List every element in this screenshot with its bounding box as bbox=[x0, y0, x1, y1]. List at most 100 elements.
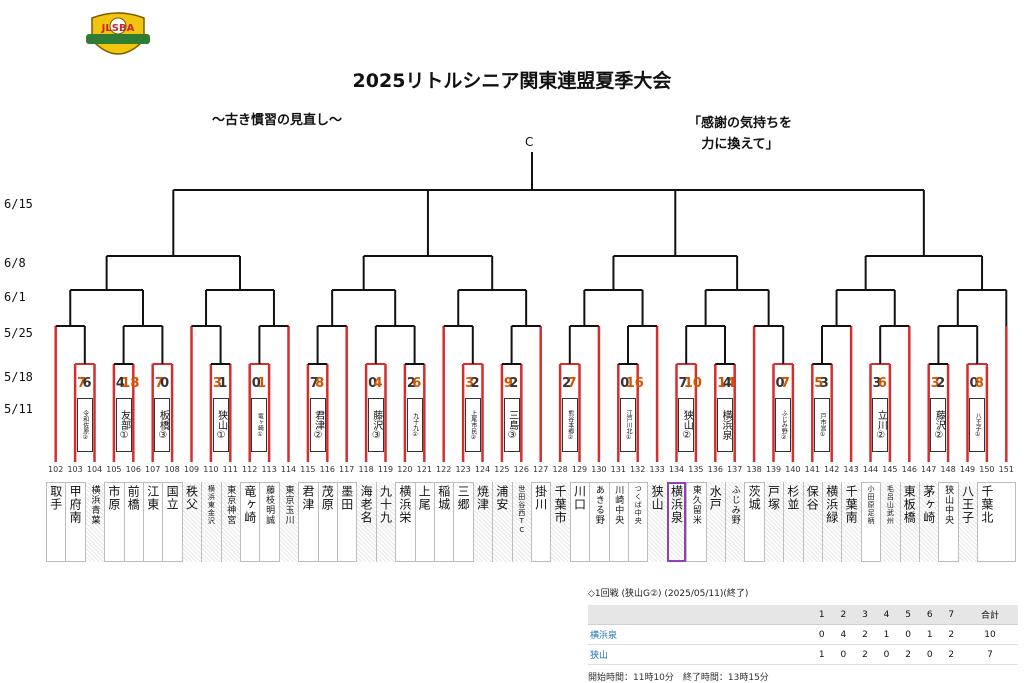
team-name: 茂原 bbox=[320, 485, 335, 511]
score-right: 1 bbox=[218, 376, 228, 391]
team-name: 東板橋 bbox=[902, 485, 917, 524]
score-left: 0 bbox=[775, 376, 785, 391]
team-name: 横浜青葉 bbox=[89, 485, 100, 525]
team-name: 君津 bbox=[300, 485, 315, 511]
team-name: 稲城 bbox=[436, 485, 451, 511]
team-number: 115 bbox=[300, 465, 316, 474]
team-name: 保谷 bbox=[805, 485, 820, 511]
team-cell: 海老名 bbox=[356, 482, 376, 562]
team-number: 123 bbox=[455, 465, 471, 474]
slogan-left: ～古き慣習の見直し～ bbox=[212, 113, 343, 128]
score-left: 3 bbox=[930, 376, 940, 391]
team-name: 浦安 bbox=[494, 485, 509, 511]
line-score-column: 5 bbox=[897, 605, 919, 625]
team-cell: 秩父 bbox=[181, 482, 202, 562]
venue-box: 上尾市民② bbox=[464, 398, 481, 452]
team-number: 112 bbox=[242, 465, 258, 474]
team-cell: 川崎中央 bbox=[608, 482, 628, 562]
team-number: 136 bbox=[707, 465, 723, 474]
team-name: あきる野 bbox=[593, 485, 604, 525]
team-name: 狭山中央 bbox=[943, 485, 954, 525]
team-name: 茨城 bbox=[747, 485, 762, 511]
score-left: 2 bbox=[406, 376, 416, 391]
team-name: 江東 bbox=[145, 485, 160, 511]
score-left: 3 bbox=[465, 376, 475, 391]
score-right: 8 bbox=[974, 376, 984, 391]
team-name: 取手 bbox=[48, 485, 63, 511]
venue-box: 立川② bbox=[872, 398, 889, 452]
team-cell: 掛川 bbox=[531, 482, 550, 562]
team-number: 143 bbox=[843, 465, 859, 474]
team-number: 118 bbox=[358, 465, 374, 474]
team-name: 世田谷西TC bbox=[517, 485, 526, 535]
line-score-column: 合計 bbox=[962, 605, 1018, 625]
score-left: 7 bbox=[154, 376, 164, 391]
venue-label: 上尾市民② bbox=[469, 409, 477, 441]
team-number: 138 bbox=[746, 465, 762, 474]
team-cell: 狭山 bbox=[647, 482, 667, 562]
line-score-cell: 2 bbox=[897, 644, 919, 665]
venue-box: 戸市営① bbox=[814, 398, 830, 452]
venue-label: 八王子① bbox=[974, 412, 982, 438]
line-score-cell: 4 bbox=[832, 624, 855, 645]
team-number: 107 bbox=[145, 465, 161, 474]
team-cell: 川口 bbox=[569, 482, 589, 562]
line-score-cell: 7 bbox=[962, 644, 1018, 665]
date-label-round-2: 5/18 bbox=[4, 370, 33, 384]
team-cell: つくば中央 bbox=[628, 482, 647, 562]
team-number: 110 bbox=[203, 465, 219, 474]
team-number: 140 bbox=[785, 465, 801, 474]
score-left: 0 bbox=[251, 376, 261, 391]
score-left: 7 bbox=[678, 376, 688, 391]
score-left: 7 bbox=[309, 376, 319, 391]
venue-label: 令和佐原② bbox=[81, 409, 89, 441]
score-left: 3 bbox=[212, 376, 222, 391]
tournament-bracket bbox=[54, 152, 1008, 462]
team-cell: 小田原足柄 bbox=[860, 482, 880, 562]
score-right: 0 bbox=[160, 376, 170, 391]
score-left: 0 bbox=[368, 376, 378, 391]
venue-label: 九十九① bbox=[411, 412, 419, 438]
venue-box: 竜ヶ崎① bbox=[251, 398, 268, 452]
venue-label: 狭山② bbox=[681, 409, 693, 441]
team-cell: 千葉南 bbox=[841, 482, 861, 562]
team-name: 茅ヶ崎 bbox=[921, 485, 936, 524]
team-number: 145 bbox=[882, 465, 898, 474]
venue-box: 藤沢③ bbox=[367, 398, 384, 452]
team-name: 狭山 bbox=[650, 485, 665, 511]
date-label-quarterfinal: 6/1 bbox=[4, 290, 26, 304]
team-cell: 横浜緑 bbox=[822, 482, 842, 562]
score-right: 2 bbox=[470, 376, 480, 391]
team-cell: 墨田 bbox=[337, 482, 356, 562]
venue-label: 竜ヶ崎① bbox=[256, 412, 264, 438]
team-name: 竜ヶ崎 bbox=[242, 485, 257, 524]
team-cell: 焼津 bbox=[472, 482, 493, 562]
team-number: 109 bbox=[183, 465, 200, 474]
team-cell: 千葉北 bbox=[977, 482, 996, 562]
score-right: 7 bbox=[780, 376, 790, 391]
team-cell: 横浜青葉 bbox=[84, 482, 105, 562]
team-number: 142 bbox=[824, 465, 840, 474]
line-score-team-link[interactable]: 狭山 bbox=[588, 644, 811, 665]
team-cell: 市原 bbox=[104, 482, 123, 562]
team-number: 130 bbox=[591, 465, 607, 474]
date-label-semifinal: 6/8 bbox=[4, 256, 26, 270]
team-cell: 狭山中央 bbox=[938, 482, 957, 562]
team-cell: 戸塚 bbox=[763, 482, 784, 562]
line-score-column: 7 bbox=[940, 605, 963, 625]
team-cell: ふじみ野 bbox=[725, 482, 745, 562]
team-name: 千葉北 bbox=[979, 485, 994, 524]
team-number: 133 bbox=[649, 465, 665, 474]
team-cell-highlighted: 横浜泉 bbox=[666, 482, 687, 562]
team-name: 東久留米 bbox=[690, 485, 701, 525]
team-number: 104 bbox=[86, 465, 103, 474]
team-cell: 上尾 bbox=[414, 482, 434, 562]
team-number: 121 bbox=[416, 465, 432, 474]
date-label-round-3: 5/25 bbox=[4, 326, 33, 340]
venue-box: 狭山① bbox=[212, 398, 229, 452]
team-number: 127 bbox=[533, 465, 549, 474]
team-name: ふじみ野 bbox=[729, 485, 740, 525]
line-score-team-link[interactable]: 横浜泉 bbox=[588, 624, 811, 645]
venue-label: 板橋③ bbox=[157, 409, 169, 441]
